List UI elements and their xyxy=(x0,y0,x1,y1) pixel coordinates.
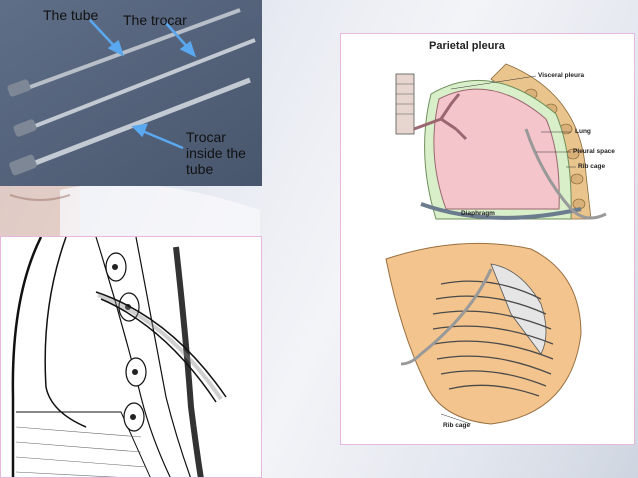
chest-wall-line-art xyxy=(11,237,227,477)
label-lung: Lung xyxy=(575,128,591,135)
label-trocar-inside-tube: Trocar inside the tube xyxy=(186,129,246,177)
rod-trocar-in-tube xyxy=(29,77,251,168)
label-visceral-pleura: Visceral pleura xyxy=(538,72,585,79)
pleura-anatomy-figure: Parietal pleura Visceral pleura Lung Ple… xyxy=(340,33,635,445)
rod-tube xyxy=(21,8,241,92)
label-pleural-space: Pleural space xyxy=(573,148,615,155)
pleura-anatomy-diagram xyxy=(385,63,607,425)
chest-wall-tube-drawing xyxy=(0,236,262,478)
tube-trocar-illustration xyxy=(0,0,262,186)
chest-tube-photo: The tube The trocar Trocar inside the tu… xyxy=(0,0,262,186)
label-the-tube: The tube xyxy=(43,7,99,23)
arrow-trocar-inside xyxy=(139,128,184,150)
rod-trocar xyxy=(29,38,256,130)
label-the-trocar: The trocar xyxy=(123,12,187,28)
label-diaphragm: Diaphragm xyxy=(461,210,495,217)
label-rib-cage-lower: Rib cage xyxy=(443,422,471,429)
pleura-title: Parietal pleura xyxy=(429,40,505,52)
label-rib-cage: Rib cage xyxy=(578,163,606,170)
